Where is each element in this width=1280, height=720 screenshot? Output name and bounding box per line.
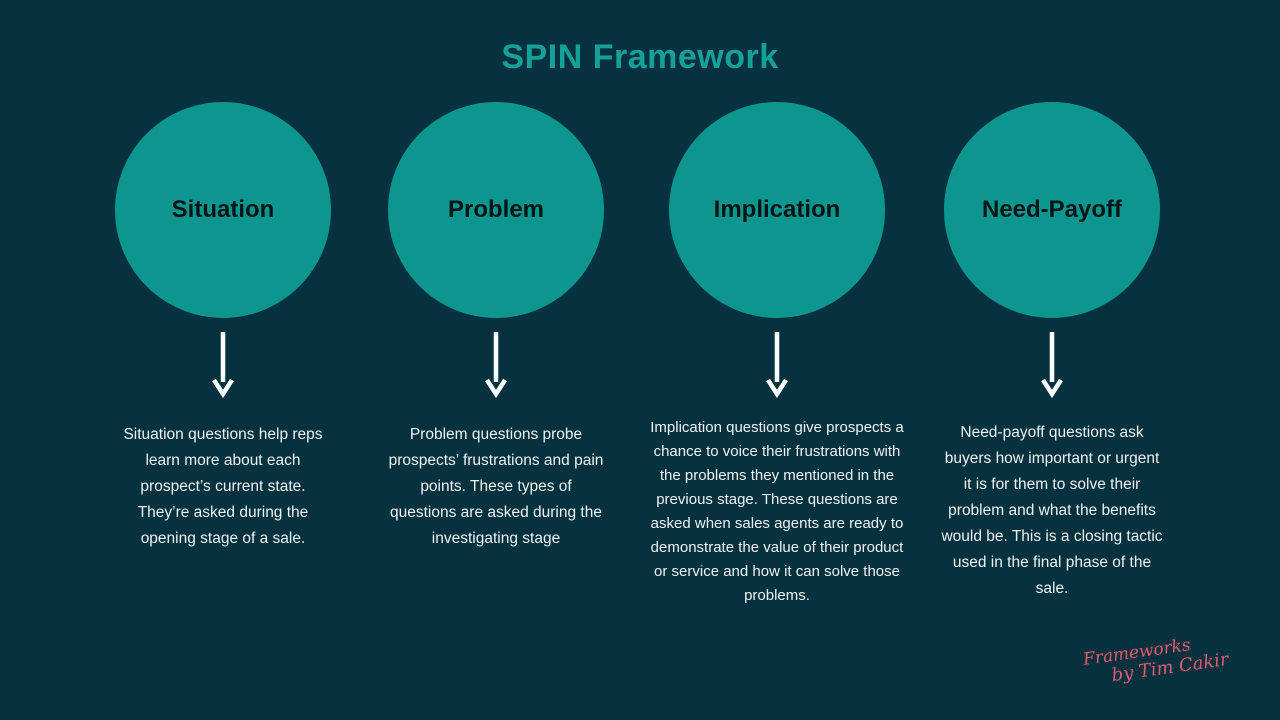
stage-label: Need-Payoff bbox=[981, 196, 1123, 223]
stage-circle-problem: Problem bbox=[388, 102, 604, 318]
stage-column-situation: Situation Situation questions help reps … bbox=[83, 102, 363, 552]
stage-circle-need-payoff: Need-Payoff bbox=[944, 102, 1160, 318]
stage-label: Implication bbox=[713, 196, 841, 223]
signature: Frameworks by Tim Cakir bbox=[1082, 630, 1230, 690]
stage-column-implication: Implication Implication questions give p… bbox=[637, 102, 917, 608]
stage-column-problem: Problem Problem questions probe prospect… bbox=[356, 102, 636, 552]
stage-description: Situation questions help reps learn more… bbox=[123, 426, 323, 547]
stage-column-need-payoff: Need-Payoff Need-payoff questions ask bu… bbox=[912, 102, 1192, 602]
page-title: SPIN Framework bbox=[501, 38, 779, 76]
stage-label: Problem bbox=[447, 196, 545, 223]
stage-description: Problem questions probe prospects’ frust… bbox=[388, 426, 604, 547]
down-arrow-icon bbox=[212, 332, 234, 399]
stage-label: Situation bbox=[171, 196, 275, 223]
stage-circle-implication: Implication bbox=[669, 102, 885, 318]
down-arrow-icon bbox=[485, 332, 507, 399]
stage-description: Need-payoff questions ask buyers how imp… bbox=[941, 424, 1163, 597]
stage-description: Implication questions give prospects a c… bbox=[650, 419, 904, 604]
down-arrow-icon bbox=[766, 332, 788, 399]
down-arrow-icon bbox=[1041, 332, 1063, 399]
stage-circle-situation: Situation bbox=[115, 102, 331, 318]
